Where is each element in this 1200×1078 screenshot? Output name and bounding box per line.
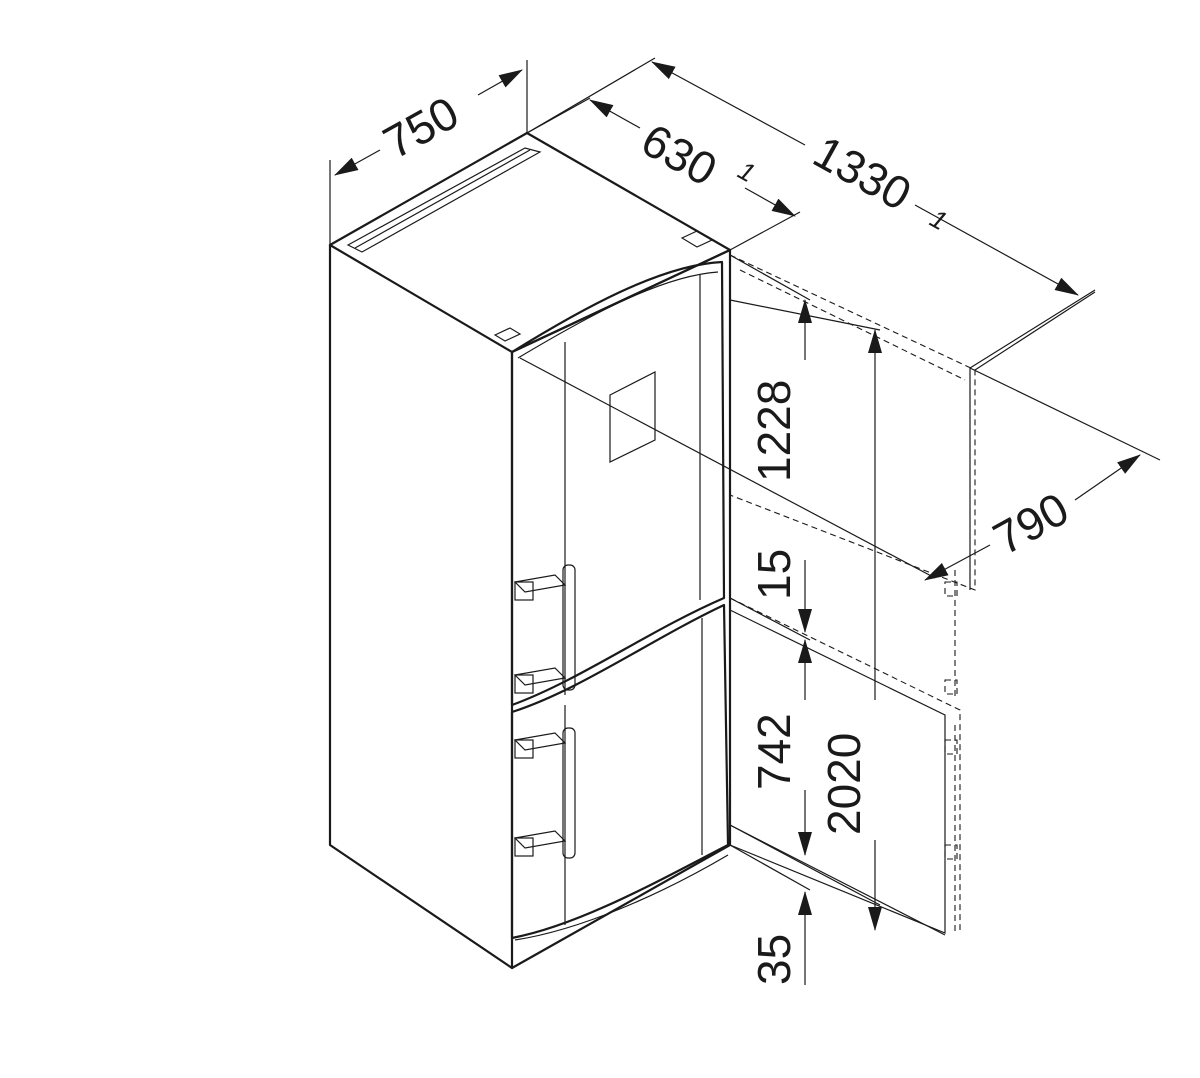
fridge-cabinet xyxy=(328,131,732,970)
upper-height-label: 1228 xyxy=(748,380,800,482)
depth-open-label: 1330 xyxy=(805,125,920,220)
total-height-label: 2020 xyxy=(818,733,870,835)
depth-footnote: 1 xyxy=(733,155,760,188)
depth-label: 630 xyxy=(633,113,725,196)
lower-handle xyxy=(513,727,576,859)
dimension-lines xyxy=(329,57,1161,985)
upper-door xyxy=(510,260,726,707)
open-door-outline xyxy=(729,254,976,936)
depth-open-footnote: 1 xyxy=(925,203,952,236)
base-label: 35 xyxy=(748,934,800,985)
gap-label: 15 xyxy=(748,549,800,600)
display-panel xyxy=(609,371,656,463)
door-clearance-label: 790 xyxy=(985,482,1077,565)
width-label: 750 xyxy=(375,86,467,169)
lower-height-label: 742 xyxy=(748,713,800,790)
dimension-labels: 750 630 1 1330 1 790 1228 15 742 2020 35 xyxy=(375,86,1077,985)
wall-line xyxy=(969,289,1096,369)
upper-handle xyxy=(513,564,576,694)
lower-door xyxy=(510,603,730,941)
